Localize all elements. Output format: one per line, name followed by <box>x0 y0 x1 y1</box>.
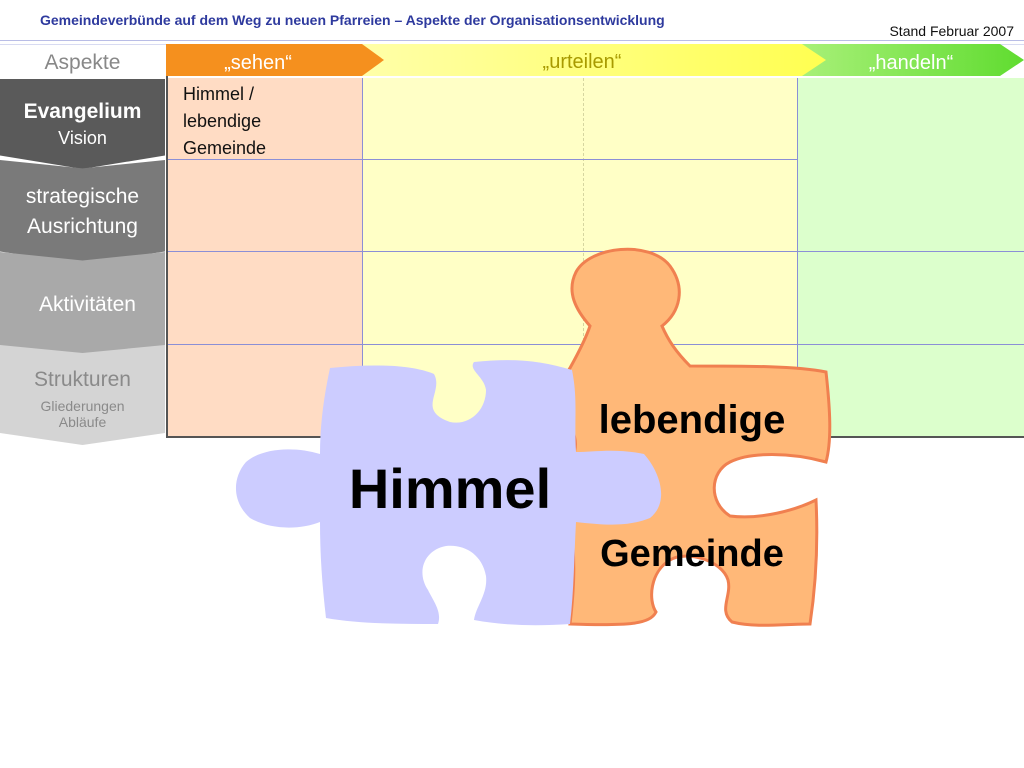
row-strategie-label-1: strategische <box>25 185 140 208</box>
page-title: Gemeindeverbünde auf dem Weg zu neuen Pf… <box>40 12 665 28</box>
column-arrows: „sehen“ „urteilen“ „handeln“ <box>166 44 1024 76</box>
row-strukturen-label: Strukturen <box>34 368 131 391</box>
urteilen-label: „urteilen“ <box>543 51 622 73</box>
row-strategie: strategische Ausrichtung <box>0 160 165 264</box>
grid-vertical-line <box>166 44 168 438</box>
puzzle-graphic: Himmel lebendige Gemeinde <box>235 247 832 627</box>
row-vision-label: Vision <box>58 127 107 148</box>
handeln-label: „handeln“ <box>869 52 954 74</box>
cell-himmel-gemeinde: Himmel / lebendige Gemeinde <box>183 81 266 162</box>
urteilen-divider <box>583 78 585 436</box>
puzzle-piece-left <box>235 360 662 626</box>
row-evangelium: Evangelium Vision <box>0 79 165 169</box>
row-evangelium-label: Evangelium <box>23 99 142 123</box>
cell-line-2: lebendige <box>183 111 262 131</box>
sehen-arrow <box>166 44 384 76</box>
row-aktivitaeten-label: Aktivitäten <box>39 293 136 316</box>
cell-line-1: Himmel / <box>183 84 254 104</box>
row-gliederungen-label: Gliederungen <box>40 398 125 414</box>
aspekte-header: Aspekte <box>0 46 165 78</box>
header-rule <box>0 40 1024 41</box>
sehen-label: „sehen“ <box>224 52 292 74</box>
row-aktivitaeten: Aktivitäten <box>0 252 165 358</box>
cell-line-3: Gemeinde <box>183 138 267 158</box>
handeln-column <box>797 78 1024 436</box>
urteilen-arrow <box>362 44 830 76</box>
row-strukturen: Strukturen Gliederungen Abläufe <box>0 345 165 445</box>
puzzle-gemeinde-text: Gemeinde <box>600 533 784 575</box>
handeln-arrow <box>802 44 1024 76</box>
puzzle-himmel-text: Himmel <box>349 457 551 520</box>
row-ablaeufe-label: Abläufe <box>58 414 107 430</box>
row-strategie-label-2: Ausrichtung <box>27 215 138 238</box>
row-divider-1 <box>168 159 797 160</box>
puzzle-lebendige-text: lebendige <box>599 398 786 442</box>
row-divider-2 <box>168 251 1024 252</box>
date-stamp: Stand Februar 2007 <box>889 23 1014 39</box>
